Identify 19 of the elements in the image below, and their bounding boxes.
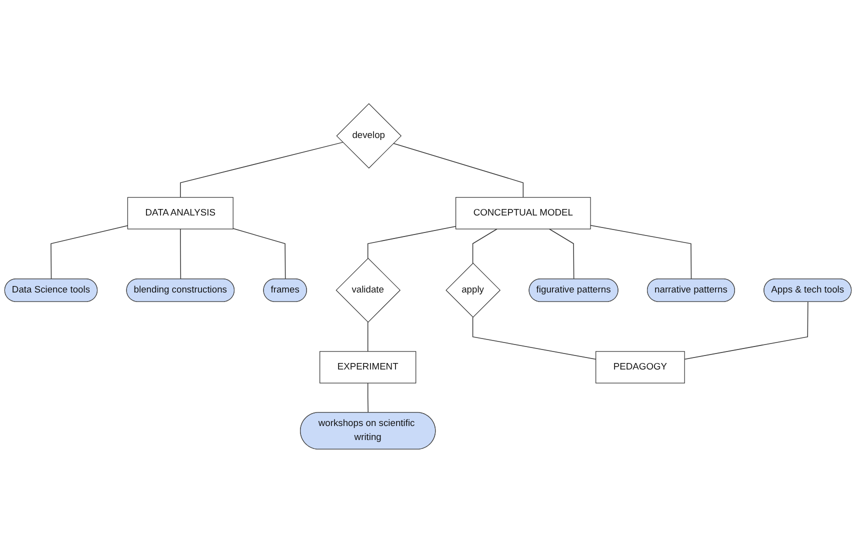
connector (392, 143, 524, 198)
connector (180, 142, 344, 198)
connector (367, 382, 369, 414)
connector (472, 316, 596, 360)
node-box: EXPERIMENT (320, 351, 416, 384)
connector (367, 226, 456, 259)
connector (50, 225, 128, 280)
connector (590, 225, 692, 280)
node-diamond: validate (336, 258, 400, 323)
connector (180, 228, 182, 280)
node-box: CONCEPTUAL MODEL (456, 197, 591, 230)
node-box: PEDAGOGY (596, 351, 685, 384)
connector (548, 228, 574, 280)
connector (367, 322, 368, 352)
connector (684, 302, 808, 360)
node-diamond: develop (336, 103, 402, 169)
node-diamond: apply (446, 262, 500, 318)
connector (232, 228, 286, 280)
node-box: DATA ANALYSIS (127, 197, 234, 230)
